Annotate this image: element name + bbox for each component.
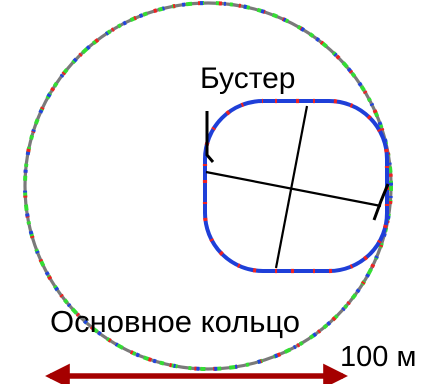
booster-label: Бустер (200, 62, 295, 95)
booster-ring-base (203, 99, 389, 273)
booster-ring-red-magnets (202, 98, 390, 274)
booster-injection-line (205, 111, 215, 163)
scale-label: 100 м (340, 341, 416, 373)
booster-extraction-line (372, 183, 390, 221)
booster-cross-line-vertical (274, 105, 309, 269)
main-ring-label: Основное кольцо (50, 304, 300, 339)
booster-cross-line-horizontal (205, 170, 382, 208)
main-ring-green-magnets (23, 1, 393, 371)
booster-ring (202, 98, 390, 274)
